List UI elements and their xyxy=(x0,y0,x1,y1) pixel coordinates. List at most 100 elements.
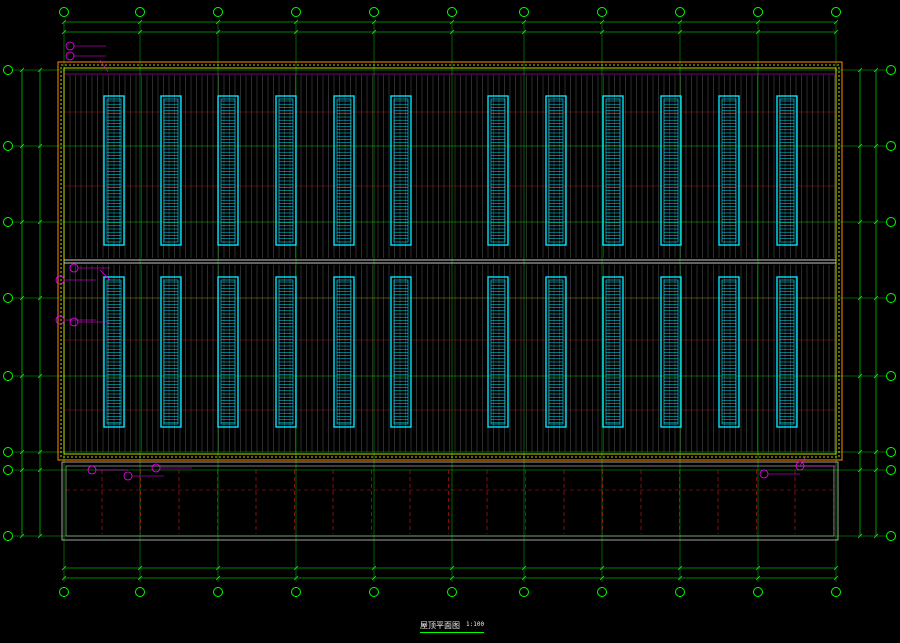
dimension-tick xyxy=(19,67,25,73)
grid-bubble-icon xyxy=(3,371,13,381)
dimension-tick xyxy=(521,565,527,571)
skylight-frame xyxy=(160,95,182,246)
grid-bubble-icon xyxy=(447,587,457,597)
skylight-frame xyxy=(718,276,740,428)
grid-bubble-icon xyxy=(886,371,896,381)
dimension-tick xyxy=(857,295,863,301)
dimension-tick xyxy=(833,575,839,581)
dimension-tick xyxy=(755,19,761,25)
dimension-tick xyxy=(293,565,299,571)
skylight-icon xyxy=(776,95,798,246)
callout xyxy=(55,315,96,325)
dimension-tick xyxy=(61,575,67,581)
title-block: 屋顶平面图 1:100 xyxy=(400,618,520,638)
grid-bubble-icon xyxy=(213,587,223,597)
dimension-tick xyxy=(37,467,43,473)
roof-gutter-line xyxy=(60,64,840,458)
dimension-tick xyxy=(857,67,863,73)
dimension-tick xyxy=(215,19,221,25)
dimension-lines xyxy=(19,19,879,581)
skylight-inner xyxy=(721,279,737,425)
skylight-inner xyxy=(605,98,621,243)
dimension-tick xyxy=(833,565,839,571)
dimension-tick xyxy=(371,575,377,581)
skylight-icon xyxy=(390,276,412,428)
skylight-inner xyxy=(106,279,122,425)
skylight-frame xyxy=(718,95,740,246)
dimension-tick xyxy=(833,29,839,35)
dimension-tick xyxy=(19,143,25,149)
callout xyxy=(87,465,128,475)
dimension-tick xyxy=(215,575,221,581)
dimension-tick xyxy=(873,143,879,149)
skylight-icon xyxy=(160,95,182,246)
skylight-frame xyxy=(217,95,239,246)
dimension-tick xyxy=(137,575,143,581)
dimension-tick xyxy=(293,575,299,581)
dimension-tick xyxy=(755,575,761,581)
skylight-frame xyxy=(217,276,239,428)
skylight-inner xyxy=(779,279,795,425)
dimension-tick xyxy=(873,533,879,539)
callout xyxy=(795,461,836,471)
skylight-inner xyxy=(106,98,122,243)
skylight-inner xyxy=(278,98,294,243)
grid-bubble-icon xyxy=(519,7,529,17)
dimension-tick xyxy=(677,565,683,571)
dimension-tick xyxy=(873,219,879,225)
skylight-icon xyxy=(545,95,567,246)
grid-bubble-icon xyxy=(675,587,685,597)
dimension-tick xyxy=(449,19,455,25)
grid-bubble-icon xyxy=(3,531,13,541)
skylight-inner xyxy=(393,279,409,425)
dimension-tick xyxy=(371,19,377,25)
skylight-inner xyxy=(548,98,564,243)
grid-bubble-icon xyxy=(3,293,13,303)
dimension-tick xyxy=(37,219,43,225)
dimension-tick xyxy=(857,533,863,539)
annotations xyxy=(55,41,836,481)
dimension-tick xyxy=(599,575,605,581)
grid-bubble-icon xyxy=(135,587,145,597)
roof-body xyxy=(57,61,843,541)
skylight-inner xyxy=(163,279,179,425)
grid-bubble-icon xyxy=(831,587,841,597)
skylight-frame xyxy=(776,95,798,246)
skylight-frame xyxy=(160,276,182,428)
dimension-tick xyxy=(37,295,43,301)
callout xyxy=(65,51,106,61)
dimension-tick xyxy=(215,29,221,35)
skylight-inner xyxy=(779,98,795,243)
grid-bubble-icon xyxy=(213,7,223,17)
dimension-tick xyxy=(37,373,43,379)
grid-bubble-icon xyxy=(753,587,763,597)
dimension-tick xyxy=(449,565,455,571)
skylight-frame xyxy=(545,95,567,246)
skylight-icon xyxy=(333,95,355,246)
grid-bubble-icon xyxy=(886,65,896,75)
callout-leader xyxy=(99,59,109,73)
grid-bubble-icon xyxy=(3,65,13,75)
skylight-inner xyxy=(490,98,506,243)
skylight-icon xyxy=(275,95,297,246)
dimension-tick xyxy=(19,219,25,225)
dimension-tick xyxy=(137,19,143,25)
skylight-inner xyxy=(605,279,621,425)
skylight-inner xyxy=(336,98,352,243)
skylight-inner xyxy=(490,279,506,425)
dimension-tick xyxy=(37,533,43,539)
callout xyxy=(65,41,106,51)
skylight-inner xyxy=(278,279,294,425)
dimension-tick xyxy=(371,29,377,35)
dimension-tick xyxy=(873,295,879,301)
dimension-tick xyxy=(521,19,527,25)
grid-bubble-icon xyxy=(3,465,13,475)
canopy-outline xyxy=(61,461,839,541)
dimension-tick xyxy=(215,565,221,571)
skylight-icon xyxy=(718,276,740,428)
skylight-icon xyxy=(217,276,239,428)
skylight-inner xyxy=(220,279,236,425)
grid-bubble-icon xyxy=(886,465,896,475)
